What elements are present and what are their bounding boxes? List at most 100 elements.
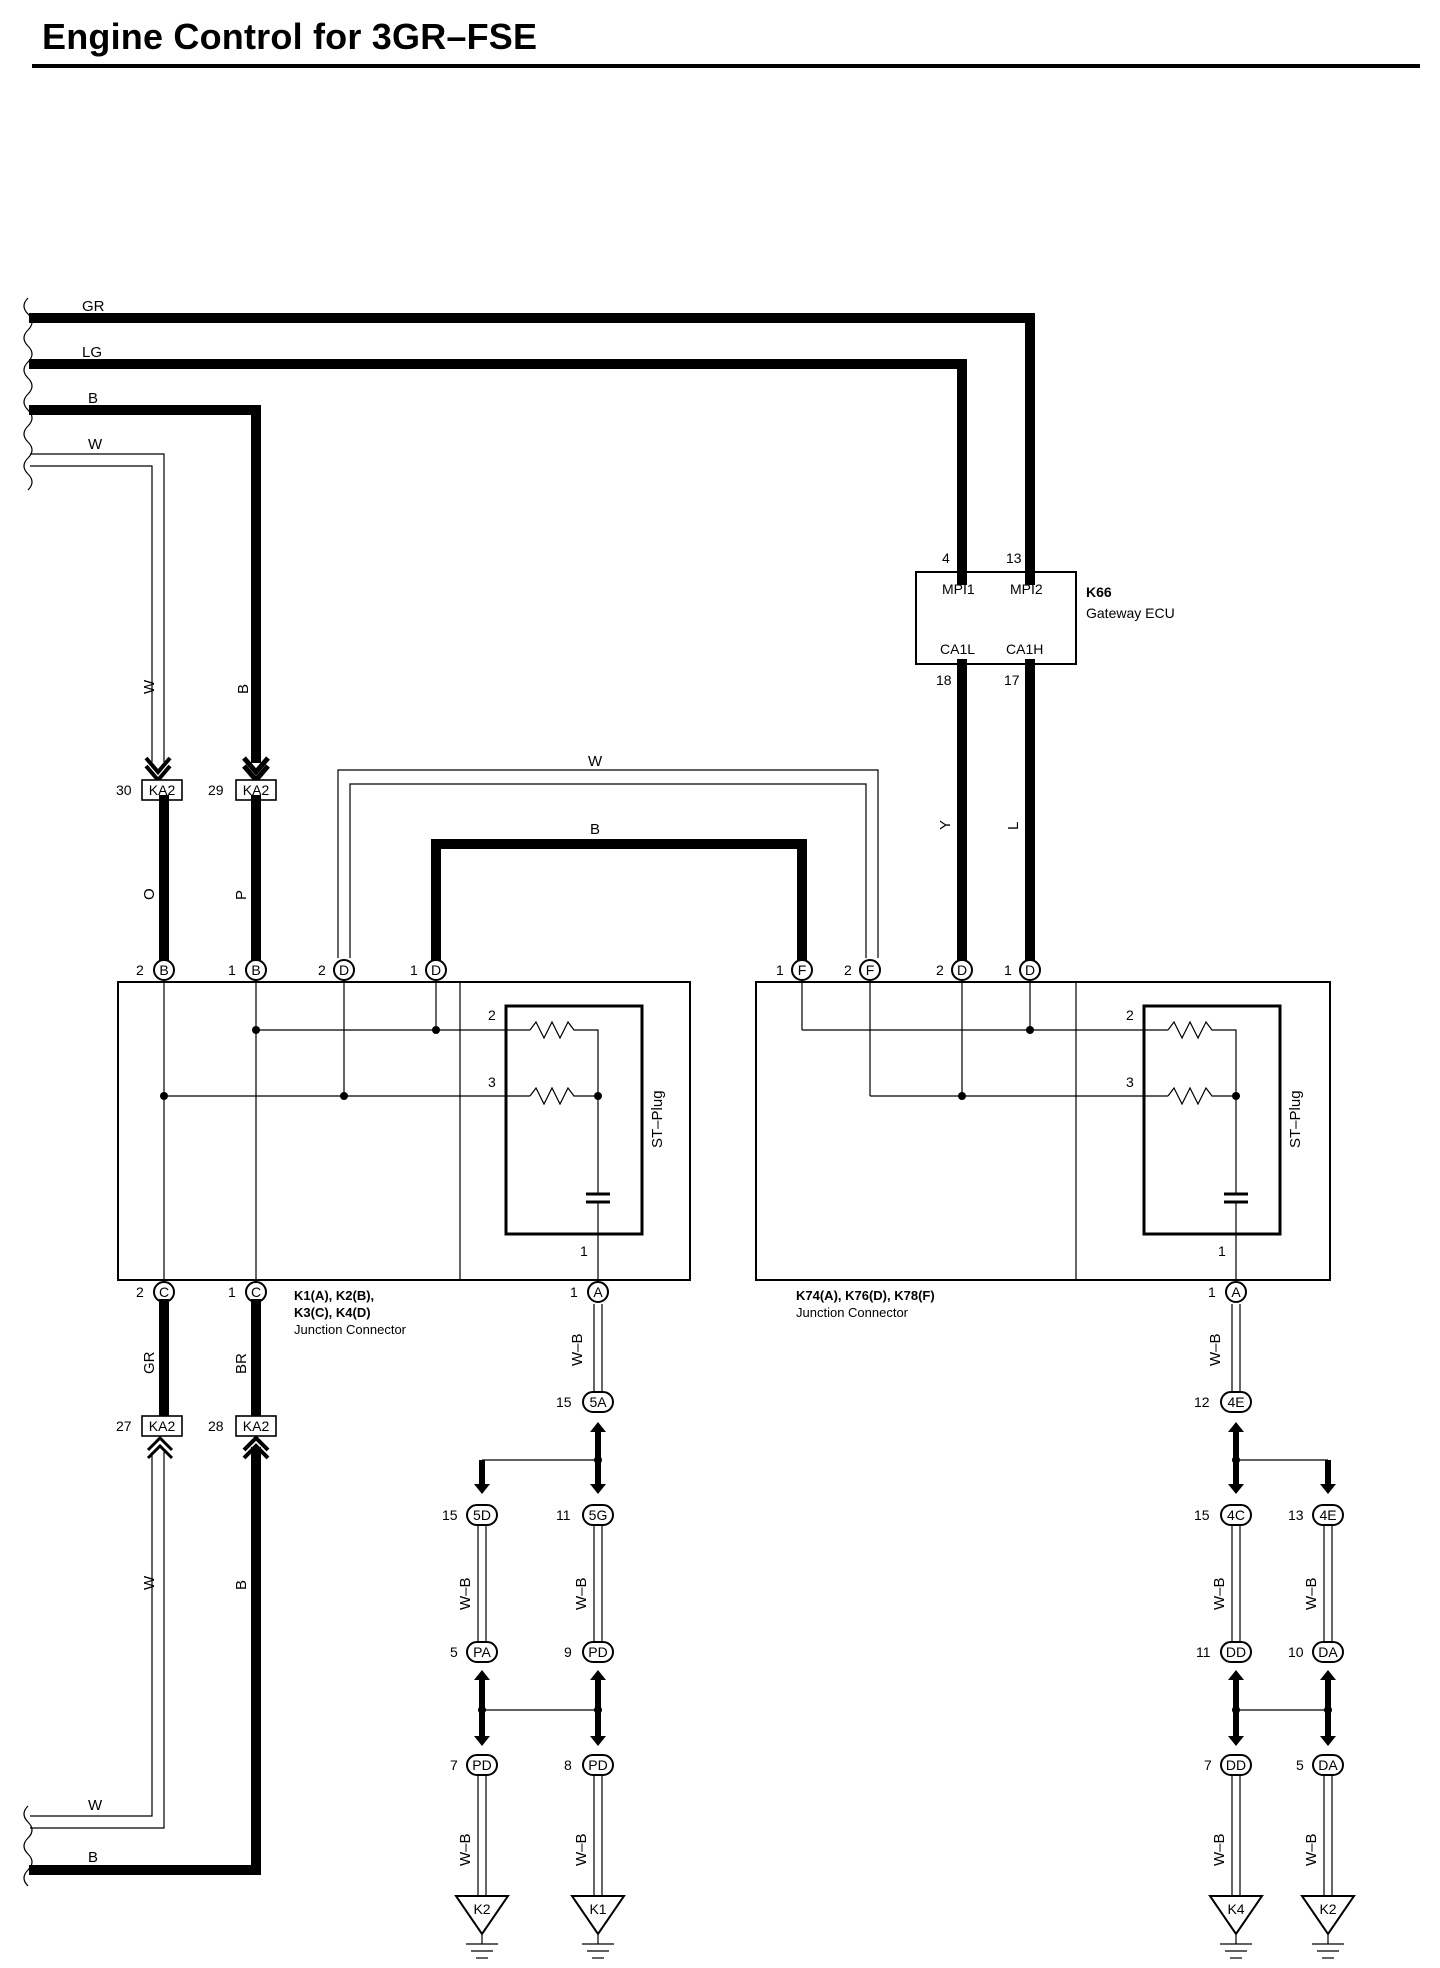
wire-label-b-bridge: B (590, 821, 600, 838)
pin-number: 13 (1288, 1507, 1304, 1523)
ecu-pin-ca1l: CA1L (940, 641, 975, 657)
ecu-pin-4: 4 (942, 550, 950, 566)
wire-label-br: BR (233, 1353, 250, 1374)
pin-circle-f-1: F 1 (776, 959, 813, 981)
pin-number: 8 (564, 1757, 572, 1773)
wire-label-wb: W–B (1303, 1577, 1320, 1610)
connector-pa: PA 5 (450, 1641, 498, 1663)
resistor-pin: 3 (488, 1074, 496, 1090)
connector-label: PA (473, 1644, 491, 1660)
wire-label-w-bottom: W (88, 1797, 103, 1814)
ground-label: K4 (1227, 1901, 1244, 1917)
ecu-pin-mpi1: MPI1 (942, 581, 975, 597)
pin-number: 15 (1194, 1507, 1210, 1523)
wire-label-wb: W–B (457, 1833, 474, 1866)
pin-number: 1 (1208, 1284, 1216, 1300)
connector-dd-7: DD 7 (1204, 1754, 1252, 1776)
pin-circle-a-left: A 1 (570, 1281, 609, 1303)
pin-circle-d-2: D 2 (318, 959, 355, 981)
pin-number: 1 (776, 962, 784, 978)
wire-label-b: B (88, 390, 98, 407)
pin-number: 1 (570, 1284, 578, 1300)
ground-tree-right: W–B 4E 12 4C 15 4E 13 W–B W–B DD 11 (1194, 1304, 1356, 1959)
wire-label-b-bottom: B (88, 1849, 98, 1866)
wire-label-gr: GR (82, 298, 105, 315)
pin-number: 2 (936, 962, 944, 978)
ground-label: K2 (1319, 1901, 1336, 1917)
st-plug-label: ST–Plug (1287, 1090, 1304, 1148)
pin-number: 9 (564, 1644, 572, 1660)
connector-label: 5G (589, 1507, 608, 1523)
pin-30: 30 (116, 782, 132, 798)
pin-number: 5 (1296, 1757, 1304, 1773)
pin-number: 12 (1194, 1394, 1210, 1410)
connector-label: 4E (1227, 1394, 1244, 1410)
ground-label: K2 (473, 1901, 490, 1917)
resistor-pin: 1 (580, 1243, 588, 1259)
pin-number: 15 (556, 1394, 572, 1410)
wire-w-bottom: W W (30, 1452, 165, 1829)
pin-number: 7 (1204, 1757, 1212, 1773)
ground-label: K1 (589, 1901, 606, 1917)
pin-letter: A (593, 1284, 603, 1300)
junction-left-id-1: K1(A), K2(B), (294, 1288, 374, 1303)
pin-letter: D (957, 962, 967, 978)
pin-letter: C (159, 1284, 169, 1300)
pin-letter: D (1025, 962, 1035, 978)
wire-label-wb: W–B (457, 1577, 474, 1610)
connector-label: 4E (1319, 1507, 1336, 1523)
resistor-pin: 2 (488, 1007, 496, 1023)
wire-b-bottom: B B (29, 1447, 261, 1875)
junction-connector-left: B 2 B 1 D 2 D 1 2 (117, 959, 691, 1337)
connector-label: 5D (473, 1507, 491, 1523)
pin-number: 1 (228, 1284, 236, 1300)
pin-circle-d-1: D 1 (410, 959, 447, 981)
pin-number: 11 (556, 1507, 571, 1523)
wire-label-wb: W–B (1211, 1577, 1228, 1610)
connector-label: 5A (589, 1394, 607, 1410)
pin-number: 1 (410, 962, 418, 978)
connector-4c: 4C 15 (1194, 1504, 1252, 1526)
ecu-name: Gateway ECU (1086, 605, 1175, 621)
pin-circle-f-2: F 2 (844, 959, 881, 981)
pin-number: 5 (450, 1644, 458, 1660)
wire-label-lg: LG (82, 344, 102, 361)
connector-pd-7: PD 7 (450, 1754, 498, 1776)
connector-4e-12: 4E 12 (1194, 1391, 1252, 1413)
wire-label-w-vertical: W (141, 679, 158, 694)
connector-4e-13: 4E 13 (1288, 1504, 1344, 1526)
wire-b-top: B (29, 390, 261, 763)
pin-29: 29 (208, 782, 224, 798)
wire-gr: GR (29, 298, 1035, 585)
connector-ka2-30: KA2 30 (116, 779, 183, 801)
ecu-pin-17: 17 (1004, 672, 1020, 688)
ground-k2-left: K2 (454, 1895, 510, 1959)
pin-letter: D (339, 962, 349, 978)
ecu-id: K66 (1086, 584, 1112, 600)
resistor-pin: 2 (1126, 1007, 1134, 1023)
pin-letter: B (251, 962, 260, 978)
connector-label: DA (1318, 1757, 1338, 1773)
connector-5g: 5G 11 (556, 1504, 614, 1526)
connector-label: 4C (1227, 1507, 1245, 1523)
pin-circle-c-2: C 2 (136, 1281, 175, 1303)
connector-da-5: DA 5 (1296, 1754, 1344, 1776)
connector-5d: 5D 15 (442, 1504, 498, 1526)
connector-ka2-label: KA2 (149, 782, 176, 798)
junction-left-id-2: K3(C), K4(D) (294, 1305, 371, 1320)
wire-b-bridge: B (431, 821, 807, 963)
pin-number: 2 (136, 962, 144, 978)
harness-break-marks (23, 297, 33, 1887)
connector-ka2-28: KA2 28 (208, 1415, 277, 1437)
connector-ka2-29: KA2 29 (208, 779, 277, 801)
junction-left-name: Junction Connector (294, 1322, 407, 1337)
connector-label: DD (1226, 1757, 1246, 1773)
junction-right-name: Junction Connector (796, 1305, 909, 1320)
junction-connector-right: F 1 F 2 D 2 D 1 2 3 (755, 959, 1331, 1320)
connector-ka2-label: KA2 (243, 782, 270, 798)
wire-label-gr-lower: GR (141, 1351, 158, 1374)
wire-label-wb: W–B (1211, 1833, 1228, 1866)
pin-number: 7 (450, 1757, 458, 1773)
pin-circle-d-2-right: D 2 (936, 959, 973, 981)
title-rule (32, 64, 1420, 68)
